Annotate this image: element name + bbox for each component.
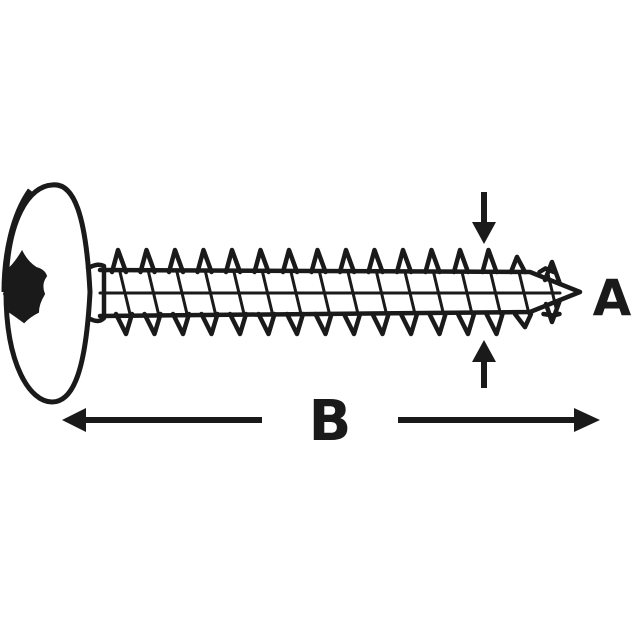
thread-helix [118,270,132,316]
thread-crest-bottom [455,311,477,337]
thread-crest-bottom [427,311,448,337]
thread-crest-top [223,247,243,275]
thread-crest-top [252,247,271,275]
thread-crest-top [195,247,214,275]
diameter-arrow-bottom [472,340,496,388]
thread-crest-bottom [512,311,534,330]
length-arrow-left [62,408,262,432]
thread-helix [318,270,331,316]
thread-crest-bottom [313,311,334,337]
thread-helix [261,270,274,316]
thread-crest-bottom [113,311,135,337]
thread-helix [375,270,388,316]
thread-helix [460,270,474,316]
screw-threads [85,247,583,337]
thread-crest-top [337,247,357,275]
thread-crest-top [480,247,499,275]
thread-crest-bottom [170,311,192,337]
thread-helix [232,270,246,316]
thread-tip-bottom [543,297,563,325]
thread-crest-bottom [484,311,505,337]
thread-crest-top [394,247,414,275]
thread-crest-top [280,247,300,275]
length-label: B [309,389,352,454]
screw-head [1,182,93,405]
thread-crest-bottom [370,311,391,337]
thread-crest-top [109,247,129,275]
thread-helix [204,270,217,316]
thread-crest-top [451,247,471,275]
thread-helix [489,270,502,316]
length-arrow-right [398,408,600,432]
thread-helix [147,270,160,316]
thread-crest-bottom [398,311,420,337]
torx-icon [2,249,48,324]
thread-crest-bottom [142,311,163,337]
thread-crest-bottom [199,311,220,337]
thread-crest-bottom [256,311,277,337]
thread-helix [346,270,360,316]
thread-crest-bottom [341,311,363,337]
thread-crest-bottom [284,311,306,337]
thread-helix [517,270,531,316]
thread-crest-top [166,247,186,275]
thread-helix [432,270,445,316]
thread-tip-top [542,259,563,287]
thread-crest-top [508,254,528,275]
diameter-arrow-top [472,192,496,244]
thread-crest-top [366,247,385,275]
thread-crest-top [138,247,157,275]
diameter-label: A [593,269,632,327]
thread-crest-bottom [227,311,249,337]
thread-helix [175,270,189,316]
thread-crest-top [423,247,442,275]
thread-crest-top [309,247,328,275]
thread-helix [289,270,303,316]
thread-helix [403,270,417,316]
